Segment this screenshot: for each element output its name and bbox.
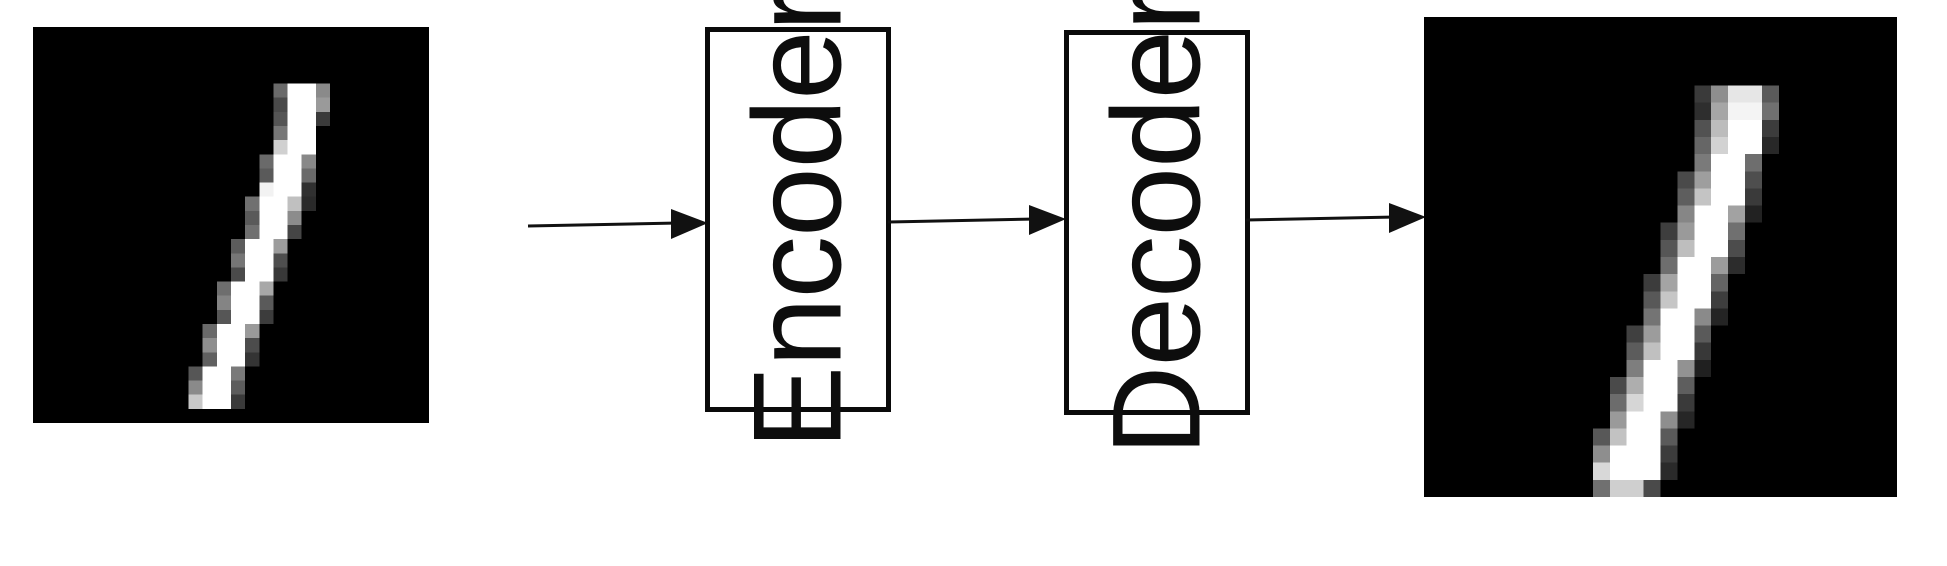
decoder-box[interactable]: Decoder bbox=[1064, 0, 1250, 455]
arrow-input-to-encoder bbox=[527, 200, 708, 246]
arrow-encoder-to-decoder-glyph bbox=[887, 205, 1066, 235]
input-digit-image bbox=[33, 27, 429, 423]
output-digit-image bbox=[1424, 17, 1897, 497]
arrow-decoder-to-output bbox=[1245, 194, 1426, 240]
encoder-label: Encoder bbox=[728, 0, 868, 449]
arrow-input-to-encoder-glyph bbox=[527, 209, 708, 239]
decoder-label: Decoder bbox=[1087, 0, 1227, 456]
output-digit-pixels bbox=[1424, 17, 1897, 497]
arrow-encoder-to-decoder bbox=[887, 196, 1066, 242]
input-digit-pixels bbox=[33, 27, 429, 423]
encoder-box[interactable]: Encoder bbox=[705, 0, 891, 449]
arrow-decoder-to-output-glyph bbox=[1245, 203, 1426, 233]
